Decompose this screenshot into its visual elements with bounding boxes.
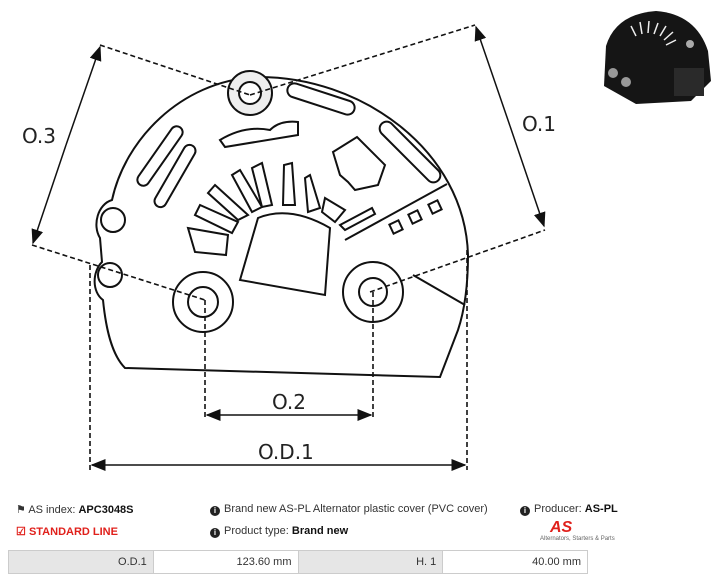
as-index: ⚑ AS index: APC3048S (16, 504, 134, 516)
spec-value: 123.60 mm (154, 551, 299, 573)
spec-table: O.D.1 123.60 mm H. 1 40.00 mm (8, 550, 588, 574)
technical-drawing: O.3 O.1 O.2 O.D.1 (22, 24, 556, 471)
dim-label-od1: O.D.1 (258, 440, 314, 464)
dim-label-o3: O.3 (22, 124, 56, 148)
info-icon: i (520, 506, 530, 516)
info-icon: i (210, 506, 220, 516)
spec-key: O.D.1 (9, 551, 154, 573)
info-icon: i (210, 528, 220, 538)
spec-value: 40.00 mm (532, 556, 581, 568)
checkbox-icon: ☑ (16, 526, 26, 538)
dim-label-o1: O.1 (522, 112, 556, 136)
tag-icon: ⚑ (16, 504, 26, 516)
dim-label-o2: O.2 (272, 390, 306, 414)
dimension-extension-lines (31, 24, 546, 470)
standard-line-badge: ☑ STANDARD LINE (16, 526, 118, 538)
product-photo (604, 11, 711, 104)
cover-outline (93, 75, 470, 379)
spec-key: H. 1 (298, 551, 444, 573)
